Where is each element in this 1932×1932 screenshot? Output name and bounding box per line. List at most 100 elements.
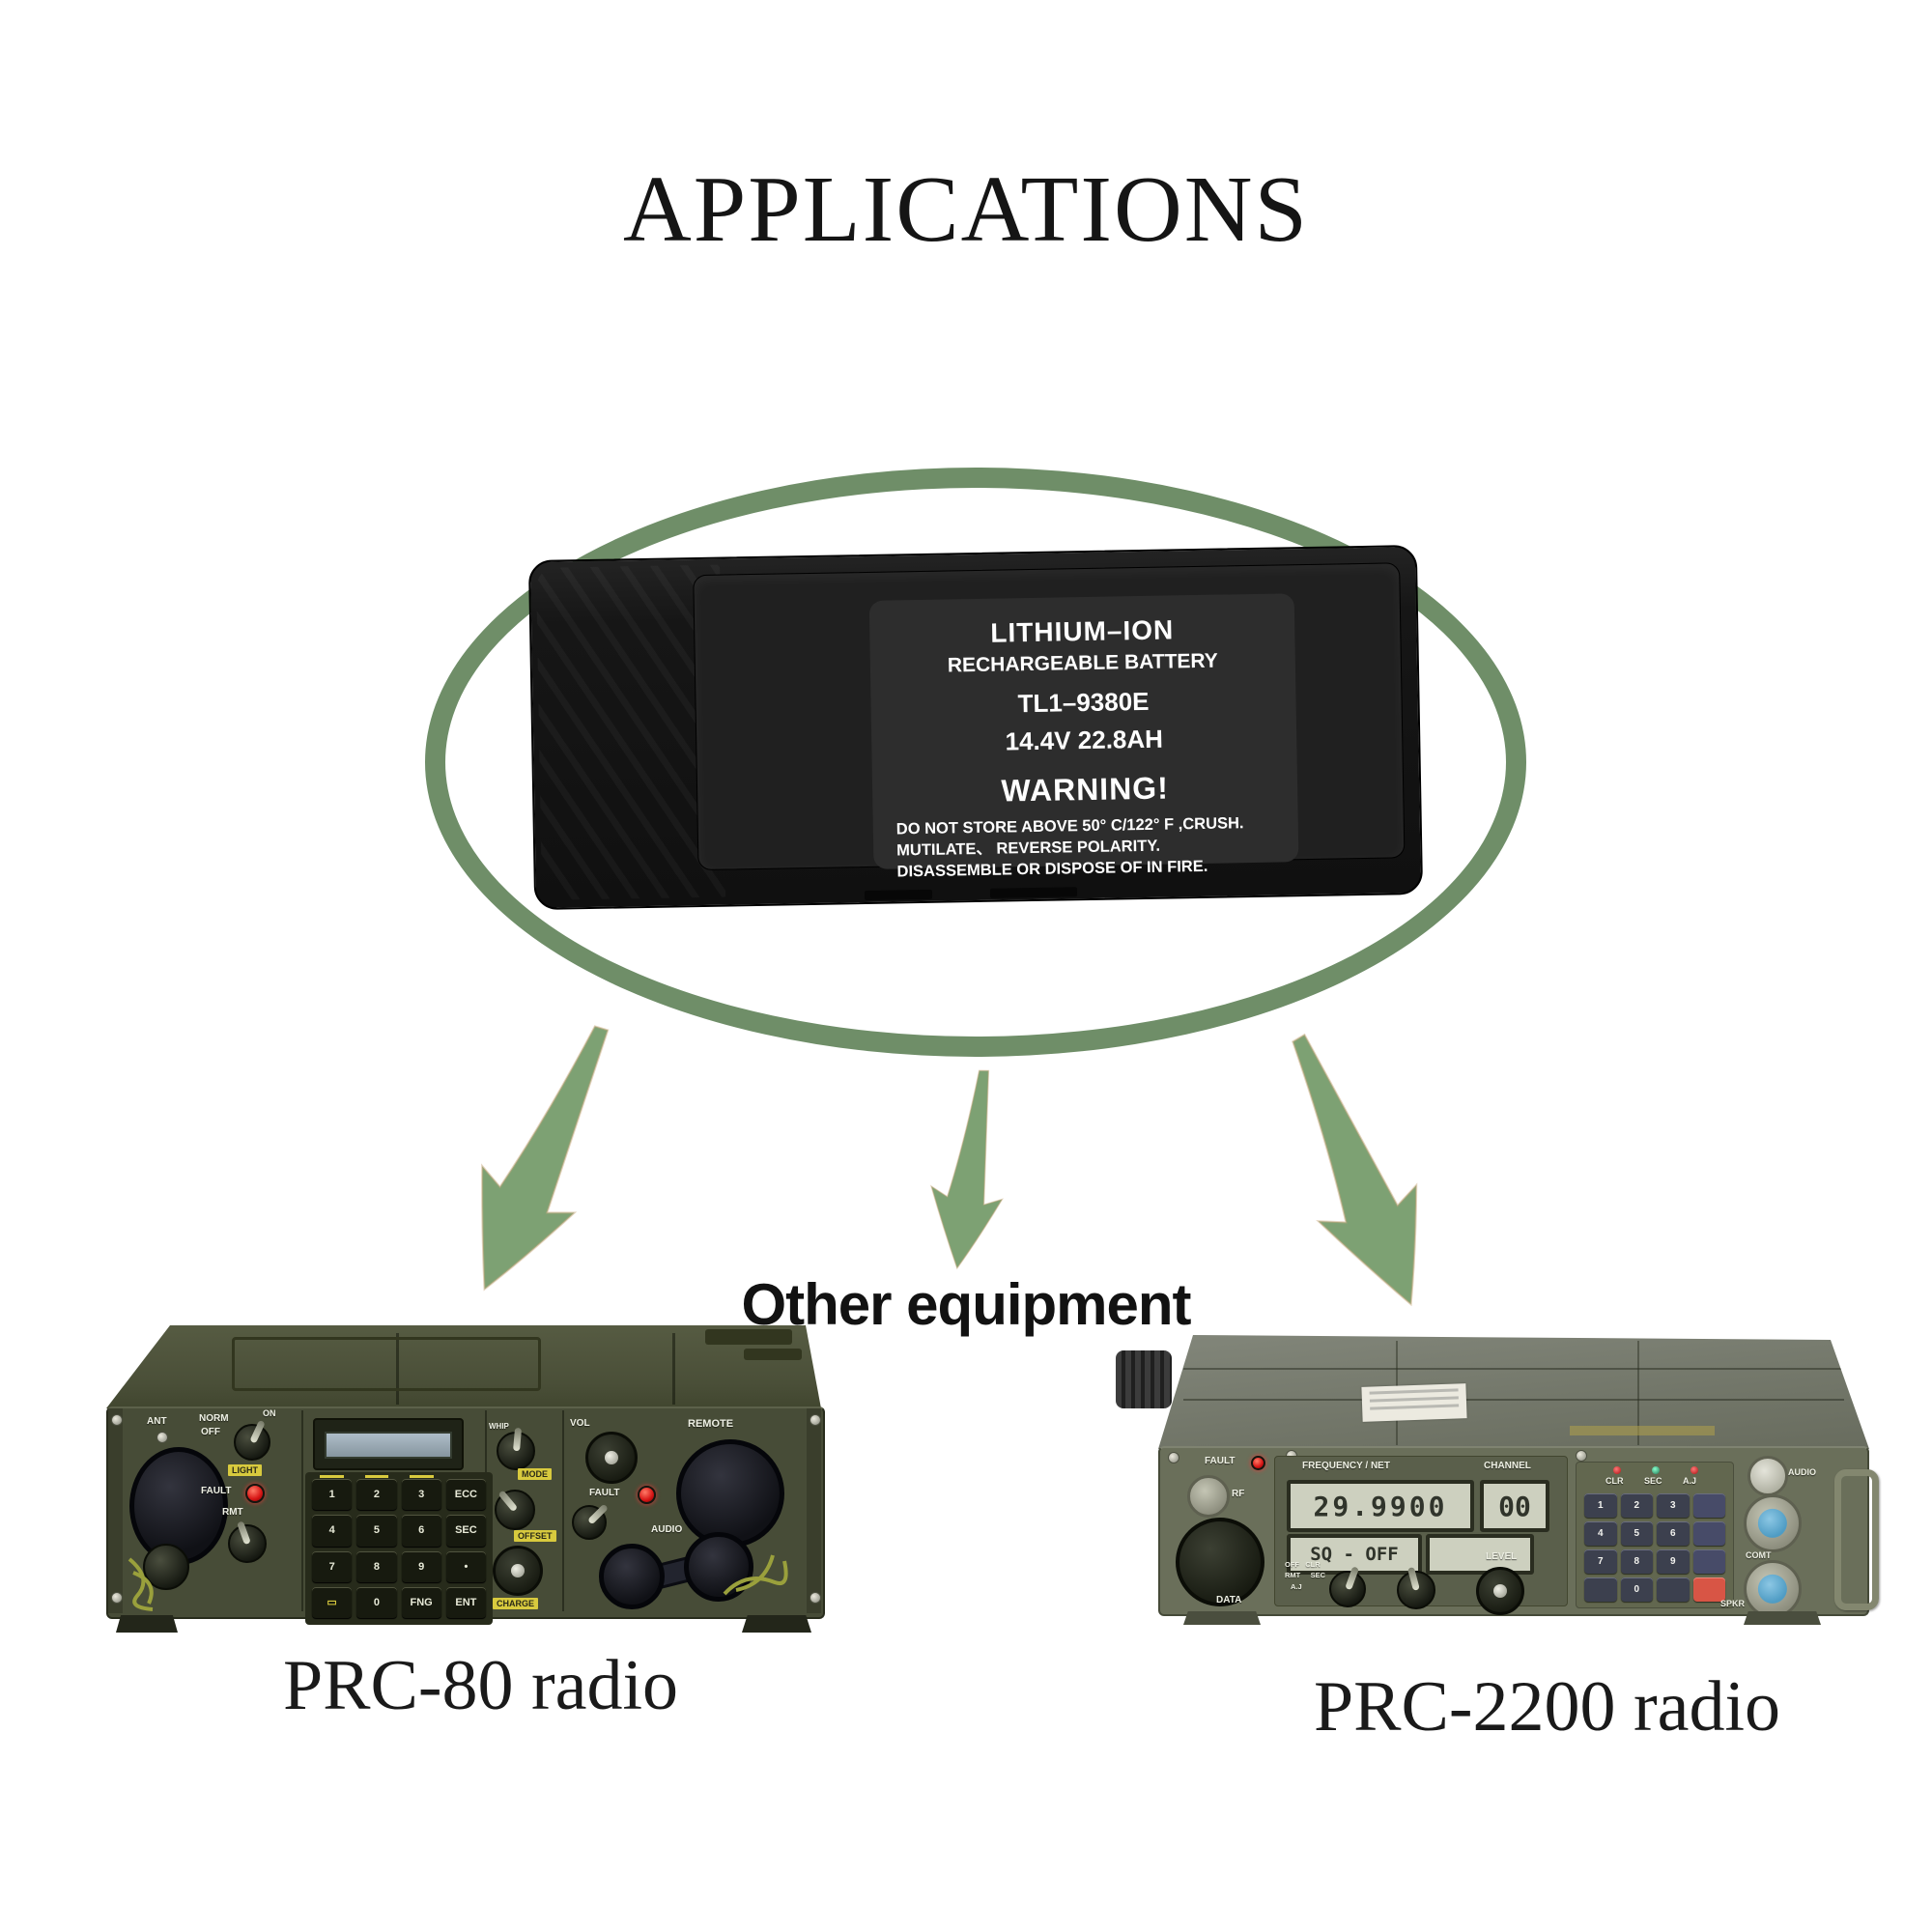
key[interactable]: • — [445, 1550, 486, 1582]
key[interactable]: 2 — [1620, 1493, 1653, 1518]
light-label: LIGHT — [228, 1464, 262, 1477]
keypad-block: CLR SEC A.J 1 2 3 4 5 6 7 8 9 0 — [1576, 1462, 1734, 1608]
panel-bracket — [108, 1408, 123, 1613]
worn-marking — [1570, 1426, 1715, 1435]
mode-toggle — [228, 1520, 267, 1563]
key[interactable]: 8 — [356, 1550, 397, 1582]
off-label: OFF — [201, 1427, 220, 1437]
band-switch — [1397, 1566, 1435, 1609]
mode-chip: MODE — [518, 1468, 552, 1481]
prc2200-front-panel: FAULT RF DATA FREQUENCY / NET CHANNEL 29… — [1158, 1446, 1879, 1618]
key[interactable]: ECC — [445, 1479, 486, 1511]
arrow-to-prc80 — [435, 1005, 651, 1312]
key[interactable] — [1692, 1493, 1725, 1518]
channel-label: CHANNEL — [1484, 1461, 1531, 1471]
comt-label: COMT — [1746, 1550, 1772, 1560]
lid-seam — [1183, 1399, 1844, 1401]
key[interactable] — [1692, 1549, 1725, 1574]
bottom-connector — [143, 1544, 189, 1590]
key[interactable]: SEC — [445, 1515, 486, 1547]
frequency-net-label: FREQUENCY / NET — [1302, 1461, 1390, 1471]
aux-display — [1426, 1534, 1534, 1575]
top-sticker — [1361, 1383, 1467, 1422]
key[interactable]: 4 — [312, 1515, 353, 1547]
toggle-lever — [512, 1427, 522, 1452]
prc80-front-panel: ANT NORM OFF ON LIGHT FAULT RMT — [106, 1406, 825, 1625]
key[interactable]: 3 — [401, 1474, 441, 1511]
lid-recess — [232, 1337, 541, 1391]
key[interactable]: ENT — [445, 1586, 486, 1618]
radio-foot — [742, 1615, 811, 1633]
prc2200-caption: PRC-2200 radio — [1314, 1667, 1781, 1747]
lid-clamp — [744, 1349, 802, 1360]
key[interactable] — [1584, 1577, 1617, 1602]
key[interactable]: 2 — [356, 1474, 397, 1511]
key[interactable]: 6 — [1657, 1521, 1690, 1546]
aj-led — [1690, 1466, 1698, 1474]
right-toggle — [572, 1503, 609, 1540]
toggle-lever — [586, 1503, 609, 1525]
key[interactable]: 4 — [1584, 1521, 1617, 1546]
key[interactable]: 5 — [356, 1515, 397, 1547]
screw — [156, 1432, 168, 1443]
key[interactable] — [1692, 1577, 1725, 1602]
cont-connector — [1744, 1494, 1802, 1552]
battery-model: TL1–9380E — [1017, 686, 1150, 719]
key[interactable]: 5 — [1620, 1521, 1653, 1546]
key[interactable] — [1692, 1521, 1725, 1546]
fault-label: FAULT — [201, 1486, 232, 1496]
battery-warning-title: WARNING! — [1001, 770, 1170, 809]
battery-notch — [864, 889, 933, 901]
channel-display: 00 — [1480, 1480, 1549, 1532]
sec-led — [1652, 1466, 1660, 1474]
prc2200-radio-image: FAULT RF DATA FREQUENCY / NET CHANNEL 29… — [1116, 1335, 1879, 1625]
audio-label: AUDIO — [651, 1524, 683, 1535]
key[interactable]: 3 — [1657, 1493, 1690, 1518]
key[interactable]: 7 — [1584, 1549, 1617, 1574]
battery-image: LITHIUM–ION RECHARGEABLE BATTERY TL1–938… — [527, 544, 1424, 911]
battery-type: RECHARGEABLE BATTERY — [947, 649, 1219, 677]
key[interactable]: 1 — [312, 1474, 353, 1511]
rf-connector — [1187, 1475, 1230, 1518]
norm-label: NORM — [199, 1413, 229, 1424]
key[interactable]: 0 — [1620, 1577, 1653, 1602]
key[interactable]: 8 — [1620, 1549, 1653, 1574]
screw — [1576, 1450, 1587, 1462]
key[interactable]: 6 — [401, 1515, 441, 1547]
key[interactable]: FNG — [401, 1586, 441, 1618]
key[interactable]: 0 — [356, 1586, 397, 1618]
green-wire — [128, 1557, 154, 1611]
function-switch — [1329, 1566, 1366, 1607]
on-label: ON — [263, 1408, 276, 1418]
key[interactable] — [1657, 1577, 1690, 1602]
antenna-connector — [129, 1447, 228, 1565]
battery-label: LITHIUM–ION RECHARGEABLE BATTERY TL1–938… — [868, 593, 1299, 880]
screw — [111, 1592, 123, 1604]
lid-seam — [672, 1333, 675, 1405]
prc80-caption: PRC-80 radio — [283, 1646, 679, 1725]
toggle-lever — [497, 1490, 518, 1513]
fault-label-right: FAULT — [589, 1488, 620, 1498]
panel-divider — [562, 1410, 564, 1611]
switch-legend: OFF CLR RMT SEC A.J — [1285, 1560, 1326, 1591]
ant-label: ANT — [147, 1416, 167, 1427]
toggle-lever — [1406, 1566, 1420, 1591]
key[interactable]: 1 — [1584, 1493, 1617, 1518]
battery-chemistry: LITHIUM–ION — [990, 614, 1175, 648]
key[interactable]: 7 — [312, 1550, 353, 1582]
key[interactable]: ▭ — [312, 1586, 353, 1618]
lid-seam — [1183, 1368, 1844, 1370]
clr-label: CLR — [1605, 1476, 1624, 1486]
panel-bracket — [807, 1408, 821, 1613]
key[interactable]: 9 — [1657, 1549, 1690, 1574]
radio-foot — [1744, 1611, 1821, 1625]
knob-center — [605, 1451, 618, 1464]
other-equipment-label: Other equipment — [741, 1272, 1191, 1337]
spkr-connector — [1744, 1560, 1802, 1618]
battery-notch — [989, 887, 1078, 898]
battery-rating: 14.4V 22.8AH — [1005, 724, 1164, 756]
key[interactable]: 9 — [401, 1550, 441, 1582]
radio-foot — [1183, 1611, 1261, 1625]
spkr-label: SPKR — [1720, 1599, 1746, 1608]
